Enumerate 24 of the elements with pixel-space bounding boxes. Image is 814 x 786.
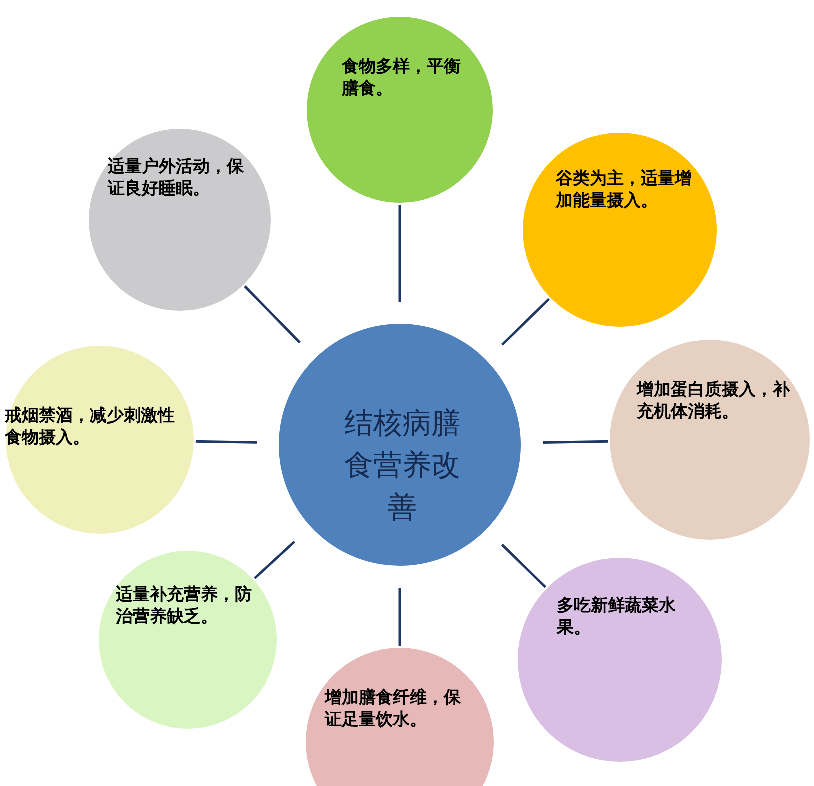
topic-text: 增加蛋白质摄入，补充机体消耗。	[637, 379, 792, 423]
connector-line	[501, 298, 551, 346]
topic-circle	[304, 14, 496, 206]
topic-circle	[96, 548, 280, 732]
connector-line	[243, 284, 301, 344]
title-text: 结核病膳食营养改善	[344, 405, 462, 526]
topic-text: 谷类为主，适量增加能量摄入。	[556, 168, 693, 212]
topic-circle	[86, 126, 274, 314]
topic-text: 适量补充营养，防治营养缺乏。	[116, 584, 253, 628]
topic-text: 多吃新鲜蔬菜水果。	[557, 595, 677, 639]
connector-line	[253, 540, 296, 580]
connector-line	[542, 440, 610, 444]
topic-circle	[520, 130, 720, 330]
connector-line	[501, 544, 548, 589]
topic-text: 戒烟禁酒，减少刺激性食物摄入。	[5, 405, 175, 449]
connector-line	[194, 440, 258, 444]
topic-circle	[515, 555, 725, 765]
topic-circle	[607, 337, 813, 543]
connector-line	[398, 588, 402, 647]
topic-circle	[3, 343, 197, 537]
topic-text: 增加膳食纤维，保证足量饮水。	[325, 687, 462, 731]
topic-text: 适量户外活动，保证良好睡眠。	[108, 156, 245, 200]
connector-line	[398, 204, 402, 302]
topic-text: 食物多样，平衡膳食。	[342, 56, 462, 100]
